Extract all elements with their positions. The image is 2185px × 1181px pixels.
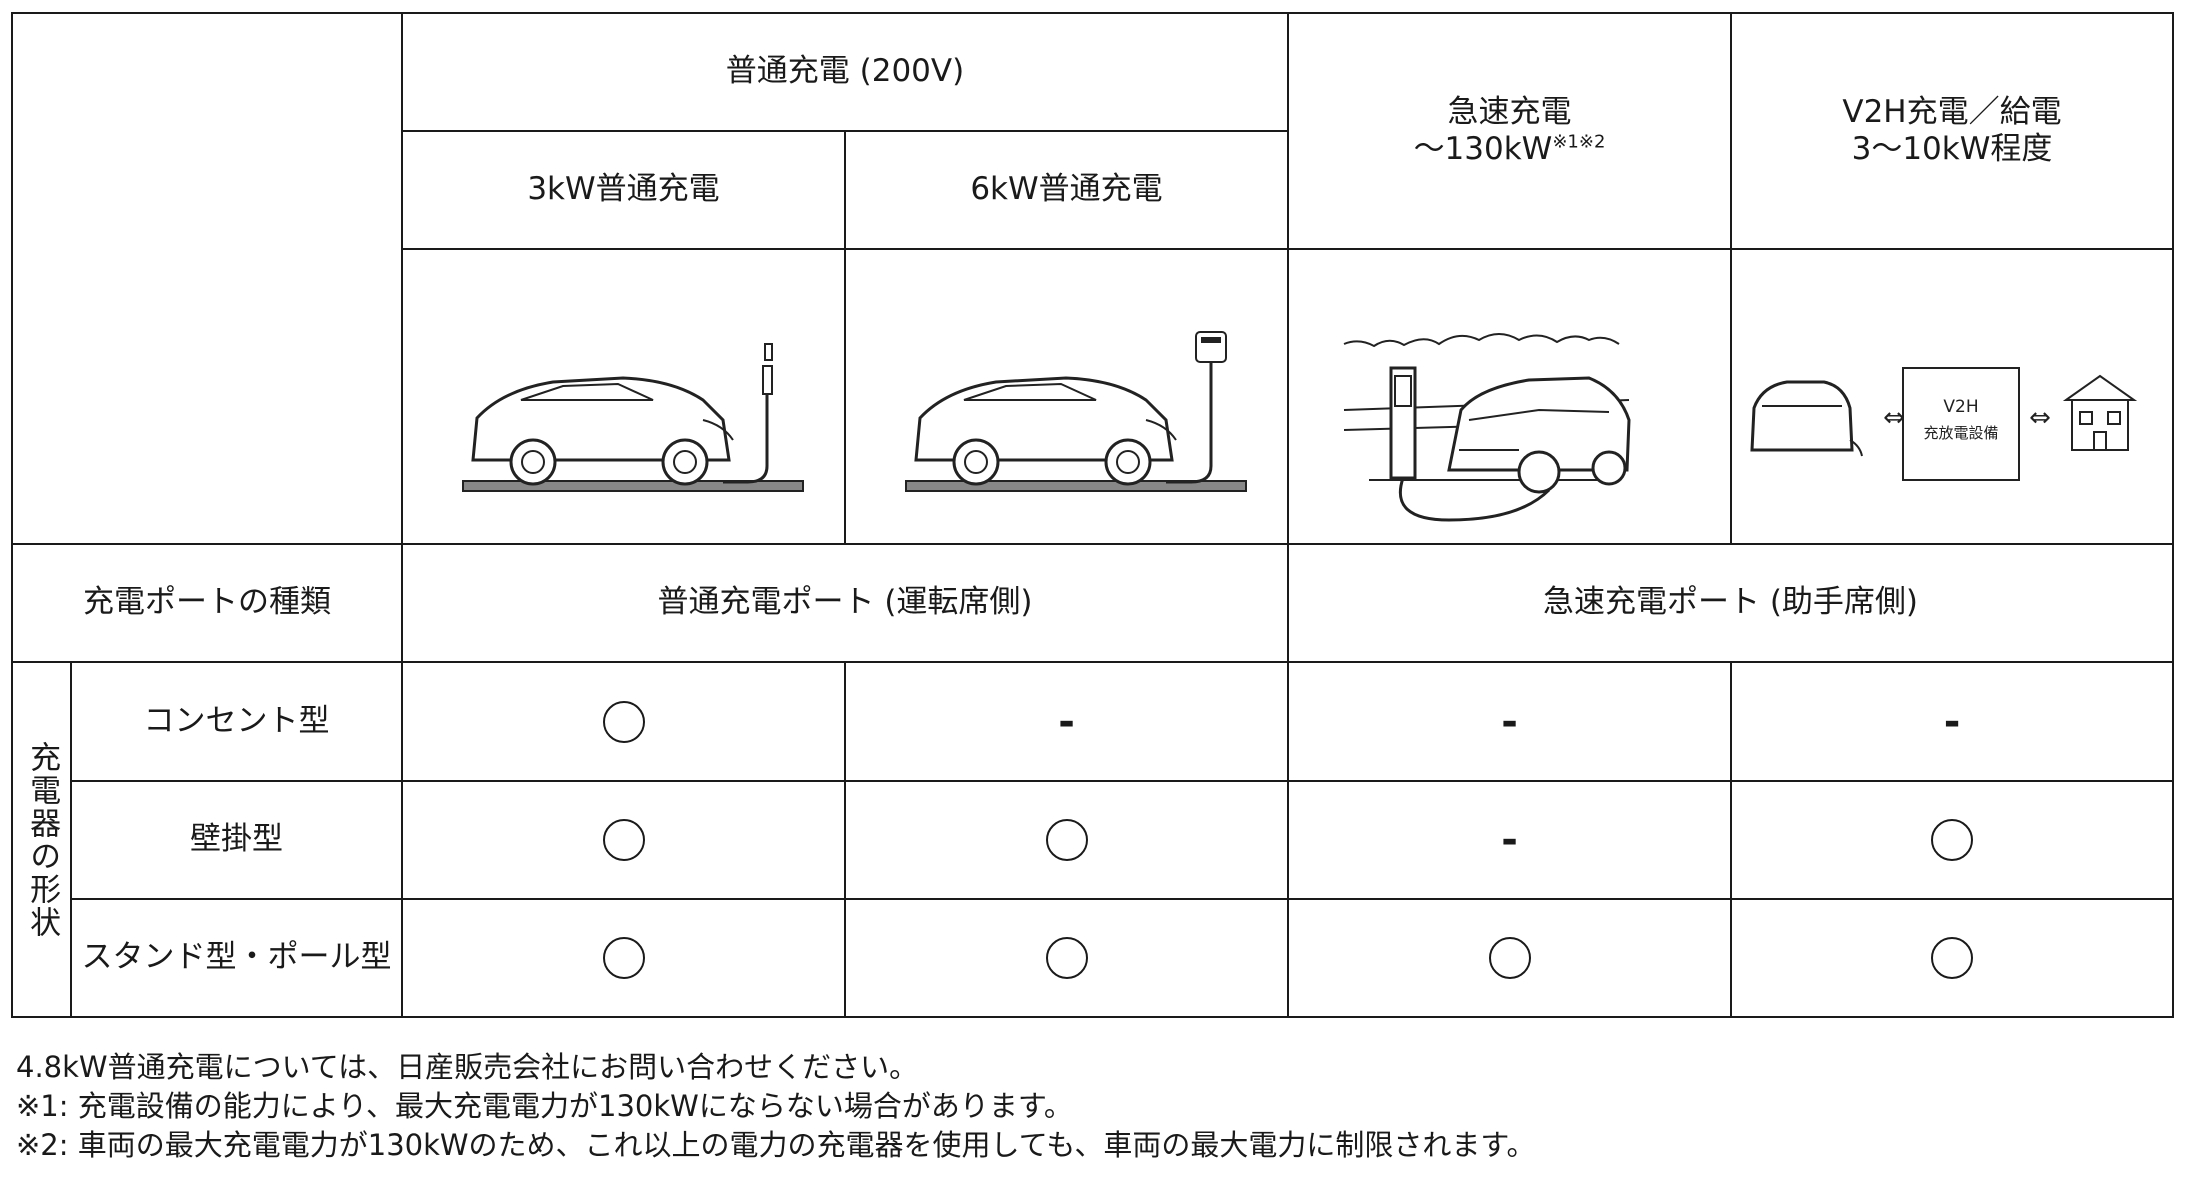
available-circle-icon (1931, 937, 1973, 979)
normal-port-value: 普通充電ポート (運転席側) (657, 584, 1033, 621)
divider (70, 780, 2174, 782)
divider (70, 898, 2174, 900)
cell-stand-quick (1289, 900, 1730, 1016)
cell-outlet-v2h: - (1732, 663, 2172, 780)
row-label-outlet: コンセント型 (143, 702, 330, 739)
cell-wall-6kw (846, 782, 1287, 898)
divider (844, 130, 846, 543)
divider (11, 661, 2174, 663)
table-border-bottom (11, 1016, 2174, 1018)
port-type-label: 充電ポートの種類 (83, 584, 331, 621)
row-label-stand: スタンド型・ポール型 (81, 939, 392, 976)
available-circle-icon (1045, 819, 1088, 861)
divider (844, 661, 846, 1018)
cell-outlet-quick: - (1289, 663, 1730, 780)
available-circle-icon (602, 819, 645, 861)
divider (1730, 12, 1732, 543)
divider (1287, 12, 1289, 1018)
footnote-general: 4.8kW普通充電については、日産販売会社にお問い合わせください。 (16, 1050, 919, 1084)
footnote-1: ※1: 充電設備の能力により、最大充電電力が130kWにならない場合があります。 (16, 1089, 1073, 1123)
table-border-top (11, 12, 2174, 14)
table-border-right (2172, 12, 2174, 1018)
row-label-wall: 壁掛型 (190, 821, 283, 858)
normal-charging-wallbox-illustration (905, 331, 1247, 492)
cell-stand-6kw (846, 900, 1287, 1016)
unavailable-dash: - (1501, 817, 1518, 863)
header-quick: 急速充電 〜130kW※1※2 (1289, 14, 1730, 248)
divider (11, 543, 2174, 545)
divider (1730, 661, 1732, 1018)
footnote-ref: ※1※2 (1552, 131, 1606, 153)
cell-wall-3kw (403, 782, 844, 898)
header-normal-group: 普通充電 (200V) (725, 53, 965, 90)
bidirectional-arrow-icon: ⇔ (1883, 403, 1905, 433)
available-circle-icon (1931, 819, 1973, 861)
quick-charging-illustration (1343, 333, 1631, 522)
v2h-illustration: ⇔ V2H 充放電設備 ⇔ (1750, 367, 2138, 481)
quick-port-value: 急速充電ポート (助手席側) (1542, 584, 1919, 621)
cell-stand-3kw (403, 900, 844, 1016)
unavailable-dash: - (1943, 698, 1961, 745)
table-border-left (11, 12, 13, 1018)
header-3kw: 3kW普通充電 (527, 171, 720, 208)
cell-wall-quick: - (1289, 782, 1730, 898)
available-circle-icon (602, 937, 645, 979)
footnote-2: ※2: 車両の最大充電電力が130kWのため、これ以上の電力の充電器を使用しても… (16, 1128, 1536, 1162)
v2h-box-label: 充放電設備 (1923, 424, 1998, 442)
header-quick-title: 急速充電 (1447, 93, 1572, 130)
available-circle-icon (1045, 937, 1088, 979)
bidirectional-arrow-icon: ⇔ (2029, 403, 2051, 433)
header-v2h-title: V2H充電／給電 (1842, 93, 2062, 130)
footnotes: 4.8kW普通充電については、日産販売会社にお問い合わせください。 ※1: 充電… (16, 1048, 1535, 1165)
header-v2h: V2H充電／給電 3〜10kW程度 (1732, 14, 2172, 248)
header-v2h-power: 3〜10kW程度 (1851, 131, 2053, 167)
unavailable-dash: - (1501, 698, 1518, 745)
charging-table: 普通充電 (200V) 3kW普通充電 6kW普通充電 急速充電 〜130kW※… (11, 12, 2174, 1018)
v2h-box-title: V2H (1943, 397, 1978, 417)
normal-charging-outlet-illustration (462, 343, 804, 492)
available-circle-icon (1488, 937, 1531, 979)
cell-outlet-6kw: - (846, 663, 1287, 780)
unavailable-dash: - (1058, 698, 1075, 745)
cell-wall-v2h (1732, 782, 2172, 898)
header-quick-power: 〜130kW※1※2 (1414, 131, 1606, 168)
header-quick-kw: 〜130kW (1413, 131, 1553, 167)
divider (401, 12, 403, 1018)
charger-shape-label: 充電器の形状 (24, 740, 61, 939)
charger-shape-group: 充電器の形状 (13, 663, 70, 1016)
divider (70, 661, 72, 1018)
cell-outlet-3kw (403, 663, 844, 780)
available-circle-icon (602, 700, 645, 743)
cell-stand-v2h (1732, 900, 2172, 1016)
header-6kw: 6kW普通充電 (970, 171, 1163, 208)
